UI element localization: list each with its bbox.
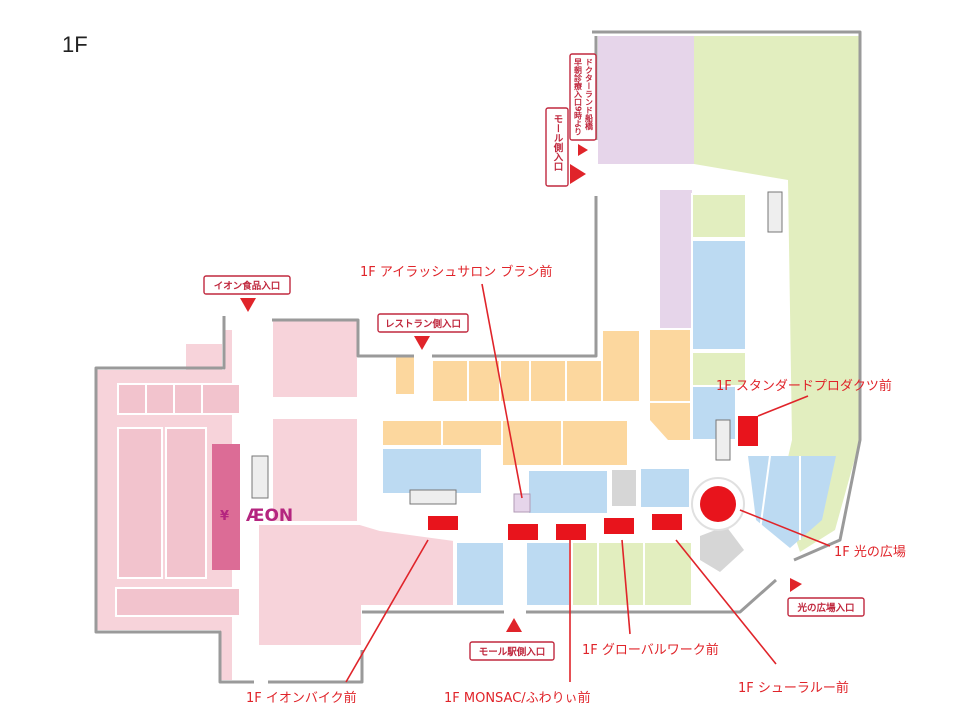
- entrance-doctor-land-label: ドクターランド船橋: [584, 58, 594, 131]
- entrance-arrow-aeon-food: [240, 298, 256, 312]
- entrance-arrow-mall-station: [506, 618, 522, 632]
- floor-label: 1F: [62, 32, 88, 57]
- callout-showroom: 1F シューラルー前: [738, 680, 849, 696]
- entrance-mall-station-label: モール駅側入口: [479, 646, 546, 658]
- entrance-restaurant-label: レストラン側入口: [385, 318, 461, 330]
- callout-standard-products: 1F スタンダードプロダクツ前: [716, 378, 892, 394]
- aeon-store-block: [212, 444, 240, 570]
- orange-zone: [381, 329, 690, 467]
- entrance-arrow-doctor: [578, 144, 588, 156]
- entrance-mall-label: モール側入口: [552, 114, 565, 172]
- entrance-arrow-restaurant: [414, 336, 430, 350]
- callout-monsac: 1F MONSAC/ふわりぃ前: [444, 690, 591, 706]
- callout-global-work: 1F グローバルワーク前: [582, 642, 719, 658]
- pink-zone: [96, 319, 455, 680]
- entrance-restaurant[interactable]: レストラン側入口: [377, 313, 469, 333]
- marker-monsac[interactable]: [508, 524, 538, 540]
- blue-zone: [381, 239, 836, 607]
- yen-icon: ¥: [220, 509, 229, 524]
- aeon-logo: ÆON: [246, 506, 293, 526]
- entrance-mall[interactable]: モール側入口: [545, 107, 569, 187]
- entrance-arrow-mall: [570, 164, 586, 184]
- entrance-mall-station[interactable]: モール駅側入口: [469, 641, 555, 661]
- entrance-aeon-food[interactable]: イオン食品入口: [203, 275, 291, 295]
- lavender-zone: [598, 36, 694, 328]
- callout-hikari-plaza: 1F 光の広場: [834, 545, 906, 560]
- entrance-doctor-land-hours: 早朝診療入口9時より: [573, 58, 583, 136]
- callout-irasshu: 1F アイラッシュサロン ブラン前: [360, 264, 552, 280]
- entrance-hikari-label: 光の広場入口: [796, 602, 854, 614]
- marker-standard-products[interactable]: [738, 416, 758, 446]
- marker-showroom[interactable]: [652, 514, 682, 530]
- entrance-doctor-land[interactable]: ドクターランド船橋 早朝診療入口9時より: [569, 53, 597, 141]
- callout-aeon-bike: 1F イオンバイク前: [246, 690, 357, 706]
- entrance-hikari[interactable]: 光の広場入口: [787, 597, 865, 617]
- marker-global-work[interactable]: [604, 518, 634, 534]
- marker-aeon-bike[interactable]: [428, 516, 458, 530]
- marker-monsac-2[interactable]: [556, 524, 586, 540]
- entrance-aeon-food-label: イオン食品入口: [214, 280, 281, 292]
- entrance-arrow-hikari: [790, 578, 802, 592]
- hikari-plaza-marker[interactable]: [700, 486, 736, 522]
- escalator-icon: [251, 191, 783, 505]
- leader-lines: [345, 283, 831, 683]
- grey-cells: [513, 470, 744, 572]
